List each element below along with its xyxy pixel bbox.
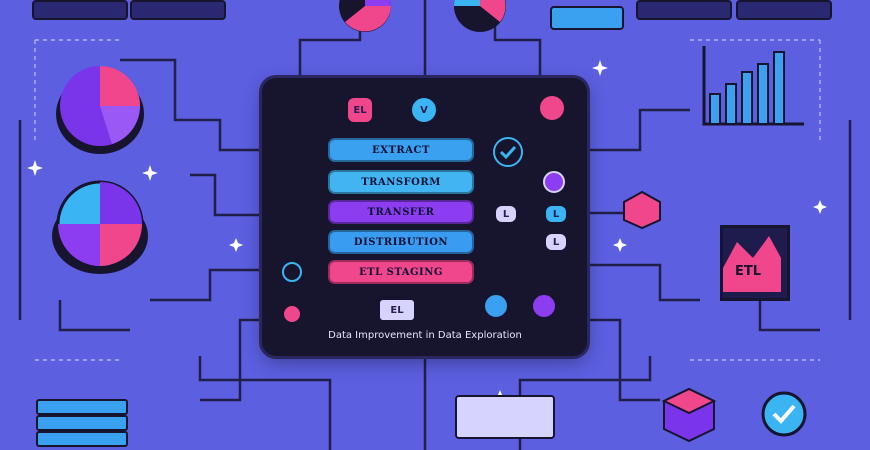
panel-node-bottom-el: EL: [380, 300, 414, 320]
mini-node-l1: L: [496, 206, 516, 222]
status-dot-icon: [543, 171, 565, 193]
panel-side-nodes: [282, 262, 302, 324]
hexagon-node-icon: [623, 190, 661, 230]
top-terminal: [130, 0, 226, 20]
top-right-terminal-2: [736, 0, 832, 20]
panel-node-circle: [540, 96, 564, 120]
pie-chart-icon: [454, 0, 506, 32]
checkmark-icon: [493, 137, 523, 167]
step-distribution: DISTRIBUTION: [328, 230, 474, 254]
checkmark-icon: [761, 391, 807, 437]
panel-node-v: V: [412, 98, 436, 122]
toggle-icons: [483, 293, 557, 319]
panel-node-el: EL: [348, 98, 372, 122]
step-transfer: TRANSFER: [328, 200, 474, 224]
server-icon: [36, 399, 128, 447]
top-left-terminal: [32, 0, 128, 20]
top-status-bar: [550, 6, 624, 30]
pie-chart-icon: [56, 66, 144, 154]
database-icon: [661, 387, 717, 443]
panel-caption: Data Improvement in Data Exploration: [328, 330, 522, 341]
mini-node-l3: L: [546, 234, 566, 250]
pie-chart-icon: [52, 180, 148, 274]
step-etl-staging: ETL STAGING: [328, 260, 474, 284]
top-right-terminal: [636, 0, 732, 20]
step-extract: EXTRACT: [328, 138, 474, 162]
pie-chart-icon: [339, 0, 391, 32]
etl-badge-label: ETL: [735, 264, 762, 279]
etl-badge: ETL: [720, 225, 790, 301]
bar-chart-icon: [702, 46, 804, 126]
bottom-terminal: [455, 395, 555, 439]
mini-node-l2: L: [546, 206, 566, 222]
step-transform: TRANSFORM: [328, 170, 474, 194]
